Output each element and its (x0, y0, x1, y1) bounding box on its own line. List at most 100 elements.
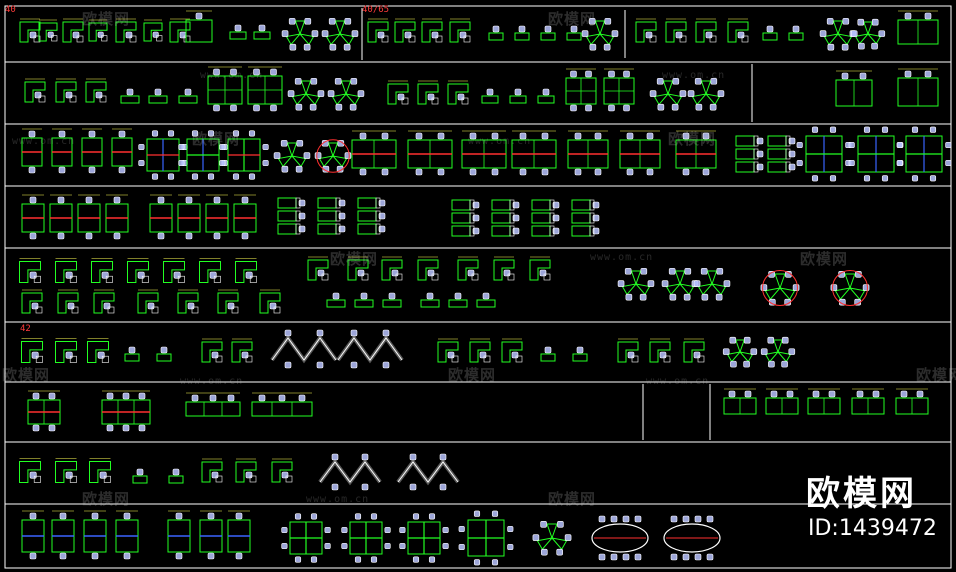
chair (58, 130, 66, 138)
chair (113, 232, 121, 240)
desk-wing (290, 155, 307, 168)
l-shaped-workstation (437, 338, 459, 363)
chair (924, 70, 932, 78)
chair (209, 394, 217, 402)
desk-top (357, 197, 377, 209)
chair (622, 553, 630, 561)
desk-wing (653, 93, 670, 106)
wave-workstation (270, 329, 338, 369)
desk-wing (291, 93, 308, 106)
chair (467, 269, 475, 277)
chair (154, 88, 162, 96)
l-shaped-workstation (19, 18, 41, 43)
chair (304, 17, 312, 25)
pedestal-cabinet (463, 35, 471, 43)
chair (428, 556, 436, 563)
chair (829, 126, 837, 133)
desk-top (156, 353, 172, 362)
chair (191, 130, 199, 137)
chair (519, 132, 527, 140)
chair (160, 346, 168, 354)
pedestal-cabinet (589, 199, 595, 211)
chair (227, 394, 235, 402)
watermark-text: 欧模网 (800, 250, 849, 268)
chair (29, 512, 37, 520)
straight-desk (514, 25, 530, 41)
chair (491, 132, 499, 140)
wave-workstation (396, 453, 460, 491)
chair (626, 132, 634, 140)
chair (298, 212, 306, 220)
chair (258, 394, 266, 402)
desk-wing (691, 93, 708, 106)
chair (29, 552, 37, 560)
chair (48, 392, 56, 400)
workstation-pod (619, 130, 661, 176)
cross-cluster (848, 126, 904, 182)
pedestal-cabinet (33, 275, 41, 283)
desk-wing (863, 21, 873, 36)
desk-top (89, 461, 111, 483)
desk-top (88, 22, 108, 42)
chair (610, 553, 618, 561)
chair (710, 77, 718, 85)
chair (388, 292, 396, 300)
chair (760, 284, 768, 291)
desk-top (253, 31, 271, 40)
chair (91, 512, 99, 520)
chair (343, 43, 351, 51)
chair (850, 30, 858, 37)
chair (167, 130, 175, 137)
desk-top (767, 135, 787, 147)
chair (310, 556, 318, 563)
desk-wing (726, 351, 742, 363)
pedestal-cabinet (375, 210, 381, 222)
chair (151, 130, 159, 137)
pedestal-cabinet (507, 273, 515, 281)
l-shaped-workstation (201, 458, 223, 483)
pedestal-cabinet (401, 97, 409, 105)
chair (862, 284, 870, 291)
chair (611, 30, 619, 37)
chair (95, 91, 103, 99)
chair (503, 269, 511, 277)
chair (370, 513, 378, 520)
chair (311, 30, 319, 37)
chair (556, 548, 563, 556)
desk-top (62, 21, 84, 43)
chair (564, 534, 572, 541)
chair (512, 227, 520, 235)
pedestal-cabinet (129, 35, 137, 43)
chair (349, 103, 357, 111)
stacked-workstation (277, 197, 306, 235)
straight-desk (566, 25, 582, 41)
cross-cluster (281, 513, 331, 563)
chair (123, 552, 131, 560)
stacked-workstation (491, 199, 520, 237)
pedestal-cabinet (435, 35, 443, 43)
straight-desk (788, 25, 804, 41)
chair (341, 526, 348, 534)
desk-top (420, 299, 440, 308)
desk-top (199, 261, 221, 283)
chair (695, 103, 703, 111)
y-cluster (532, 520, 572, 556)
chair (138, 424, 146, 432)
desk-wing (621, 283, 638, 296)
chair (359, 132, 367, 140)
chair (645, 31, 653, 39)
l-shaped-workstation (169, 18, 191, 43)
desk-top (21, 292, 43, 314)
l-shaped-workstation (695, 18, 717, 43)
watermark-text: 欧模网 (2, 366, 51, 384)
chair (431, 31, 439, 39)
workstation-pod (115, 510, 139, 560)
l-shaped-workstation (469, 338, 491, 363)
watermark-text: 欧模网 (916, 366, 956, 384)
chair (694, 515, 702, 523)
chair (518, 25, 526, 33)
chair (532, 534, 540, 541)
pedestal-cabinet (35, 306, 43, 314)
chair (811, 126, 819, 133)
chair (191, 173, 199, 180)
